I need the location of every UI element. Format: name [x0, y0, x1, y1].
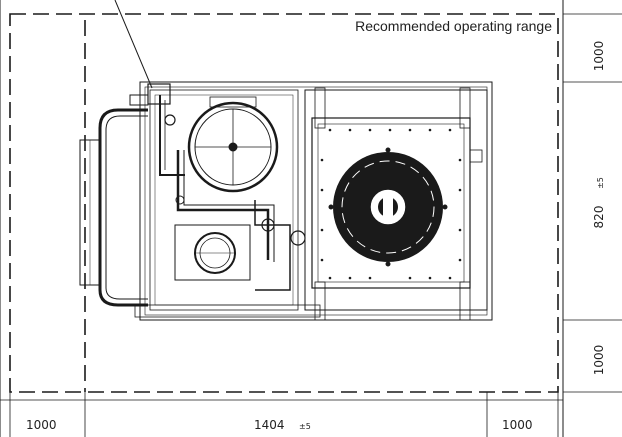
machine-top-view: [79, 81, 493, 321]
depth-tolerance: ±5: [596, 177, 605, 189]
right-clearance-dimension: 1000: [502, 418, 533, 432]
width-dimension: 1404: [254, 418, 285, 432]
top-clearance-dimension: 1000: [592, 41, 606, 72]
operating-range-boundary: [9, 13, 559, 393]
left-clearance-dimension: 1000: [26, 418, 57, 432]
leader-line: [114, 0, 153, 89]
width-tolerance: ±5: [299, 422, 311, 431]
bottom-clearance-dimension: 1000: [592, 345, 606, 376]
depth-dimension: 820: [592, 206, 606, 229]
range-caption: Recommended operating range: [355, 18, 552, 34]
